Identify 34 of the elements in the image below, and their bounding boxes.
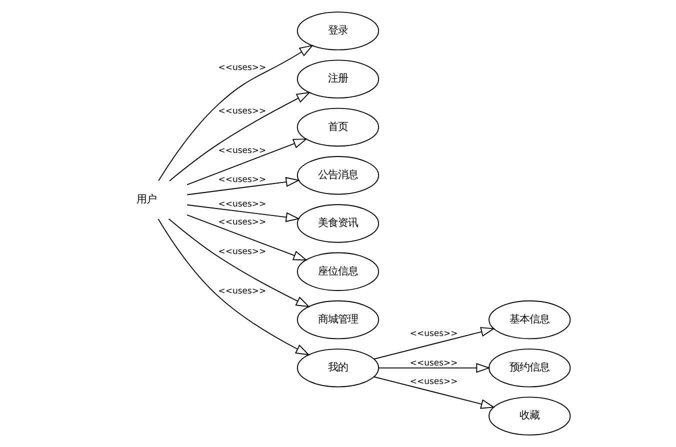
arrow [186,214,308,260]
arrow [169,92,311,182]
edge-label: <<uses>> [218,218,266,228]
node-ellipse: 登录 [296,12,380,50]
arrow [186,138,308,186]
arrow [374,376,496,409]
node-ellipse: 座位信息 [296,252,380,291]
node-ellipse: 基本信息 [488,300,571,340]
edge-label: <<uses>> [218,175,266,186]
arrow [186,177,300,196]
arrow [158,44,314,182]
node-ellipse: 我的 [296,348,380,388]
arrow [374,327,496,360]
edge-label: <<uses>> [410,358,458,368]
arrow [186,204,300,222]
edge-label: <<uses>> [218,62,266,73]
node-ellipse: 商城管理 [296,300,380,340]
edge-label: <<uses>> [218,106,266,116]
node-ellipse: 美食资讯 [296,204,380,243]
arrow [158,218,310,356]
node-ellipse: 收藏 [488,396,571,436]
edge-label: <<uses>> [218,200,266,210]
node-ellipse: 注册 [296,60,380,98]
node-ellipse: 预约信息 [488,348,571,388]
arrow [168,218,310,308]
edge-label: <<uses>> [218,246,266,257]
edge-label: <<uses>> [218,146,266,156]
edge-label: <<uses>> [410,329,458,340]
node-text: 用户 [136,194,156,206]
node-ellipse: 公告消息 [296,156,380,195]
edge-label: <<uses>> [218,286,266,297]
arrow [378,362,490,373]
node-ellipse: 首页 [296,108,380,147]
edge-label: <<uses>> [410,377,458,388]
